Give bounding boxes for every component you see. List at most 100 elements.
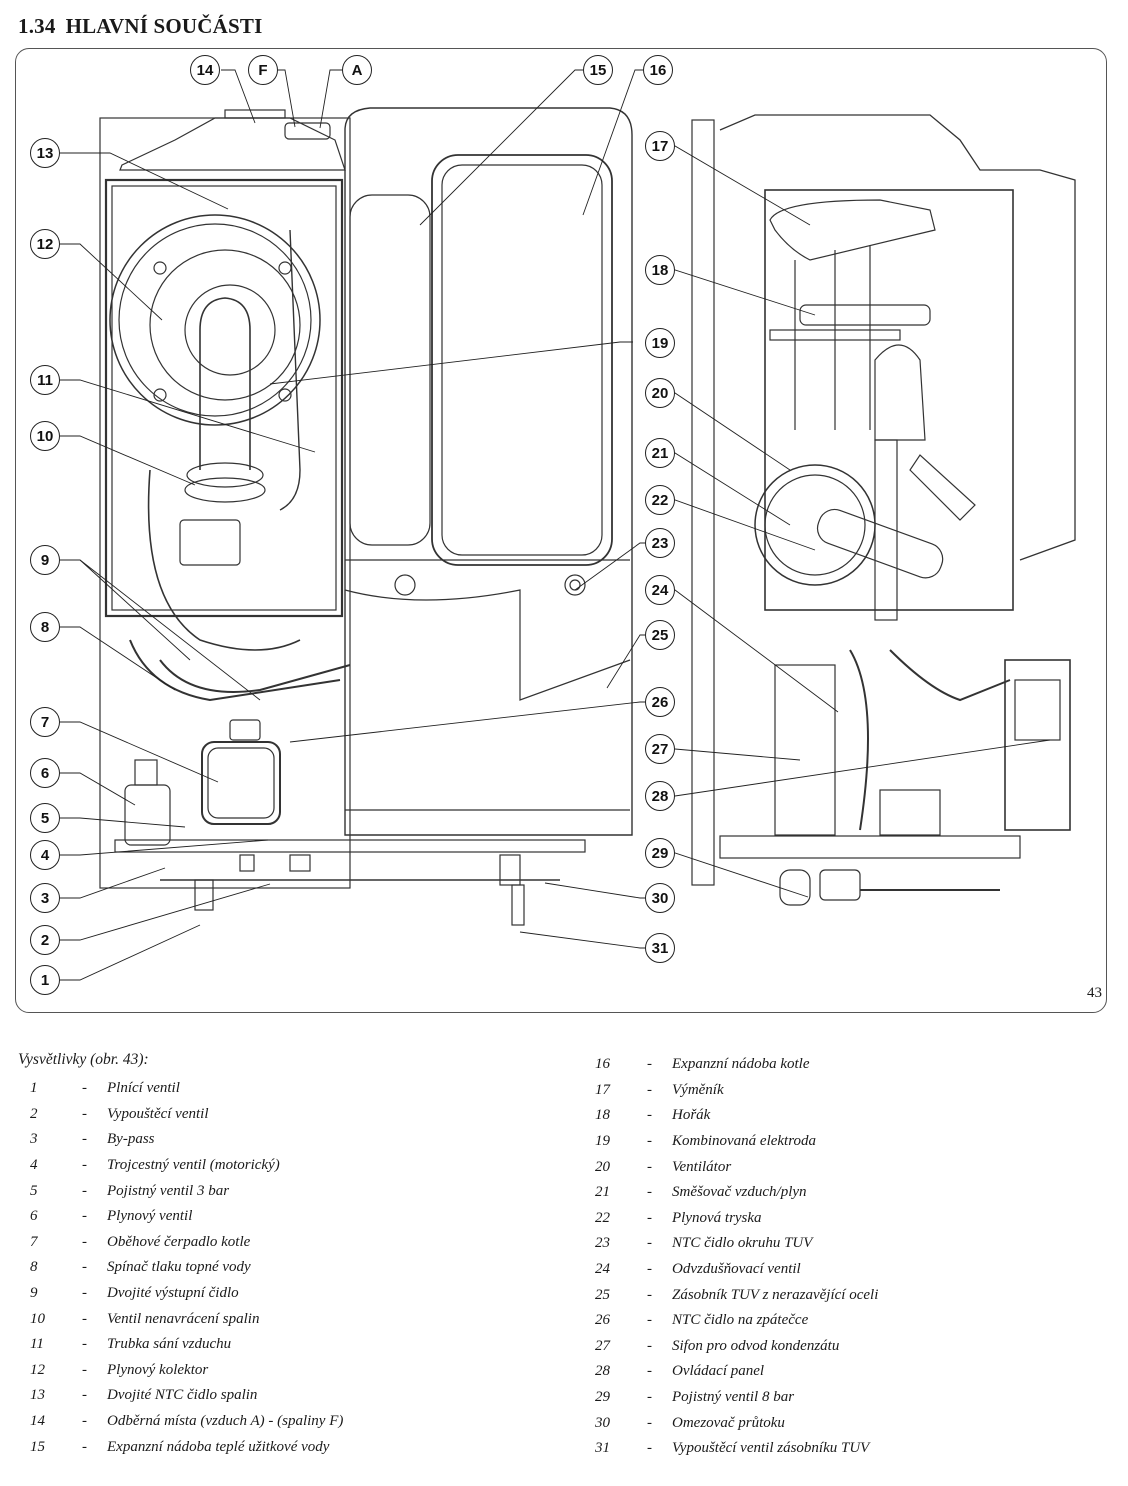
boiler-diagram [60,69,1076,981]
legend-item-separator: - [647,1414,652,1431]
callout-29: 29 [645,838,675,868]
control-panel [1004,659,1071,831]
legend-item-number: 20 [595,1158,610,1175]
legend-item-label: Dvojité výstupní čidlo [107,1285,239,1302]
callout-3: 3 [30,883,60,913]
legend-item-label: Spínač tlaku topné vody [107,1259,251,1276]
callout-28: 28 [645,781,675,811]
legend-item-number: 23 [595,1235,610,1252]
callout-25: 25 [645,620,675,650]
legend-item-number: 14 [30,1413,45,1430]
legend-item-label: Plnící ventil [107,1080,180,1097]
callout-20: 20 [645,378,675,408]
callout-23: 23 [645,528,675,558]
figure-frame [15,48,1107,1013]
callout-31: 31 [645,933,675,963]
callout-13: 13 [30,138,60,168]
legend-item-number: 31 [595,1440,610,1457]
legend-item-label: Vypouštěcí ventil [107,1105,209,1122]
legend-item: 22-Plynová tryska [595,1206,878,1232]
legend-item: 25-Zásobník TUV z nerazavějící oceli [595,1282,878,1308]
legend-item-label: Hořák [672,1107,711,1124]
figure-number: 43 [1087,985,1102,1001]
legend-item-separator: - [647,1389,652,1406]
callout-A: A [342,55,372,85]
legend-item: 30 - Omezovač průtoku [595,1410,878,1436]
dhw-expansion-vessel [349,194,431,546]
legend-item-number: 3 [30,1131,38,1148]
callout-10: 10 [30,421,60,451]
callout-22: 22 [645,485,675,515]
callout-24: 24 [645,575,675,605]
legend-item-separator: - [82,1182,87,1199]
legend-item-label: Zásobník TUV z nerazavějící oceli [672,1286,879,1303]
legend-item-label: NTC čidlo na zpátečce [672,1312,809,1329]
legend-item-label: Ventilátor [672,1158,732,1175]
callout-4: 4 [30,840,60,870]
legend-item-label: Ventil nenavrácení spalin [107,1310,260,1327]
callout-F: F [248,55,278,85]
legend-item-number: 16 [595,1056,610,1073]
bottom-manifold [114,839,586,853]
legend-item-separator: - [647,1363,652,1380]
legend-item: 2-Vypouštěcí ventil [30,1102,343,1128]
legend-item-label: By-pass [107,1131,155,1148]
legend-item-label: Oběhové čerpadlo kotle [107,1233,251,1250]
legend-item: 13-Dvojité NTC čidlo spalin [30,1383,343,1409]
legend-item-label: Omezovač průtoku [672,1414,785,1431]
fan-housing [754,464,876,586]
legend-item-number: 4 [30,1157,38,1174]
legend-item-number: 11 [30,1336,44,1353]
legend-item-separator: - [647,1056,652,1073]
legend-item: 11 - Trubka sání vzduchu [30,1332,343,1358]
legend-item: 10-Ventil nenavrácení spalin [30,1306,343,1332]
legend-item-separator: - [82,1336,87,1353]
legend-item-separator: - [82,1413,87,1430]
legend-item: 19-Kombinovaná elektroda [595,1129,878,1155]
callout-21: 21 [645,438,675,468]
legend-item-separator: - [82,1233,87,1250]
legend-item-number: 22 [595,1209,610,1226]
legend-item-label: Směšovač vzduch/plyn [672,1184,807,1201]
legend-item: 20-Ventilátor [595,1154,878,1180]
legend-item: 16-Expanzní nádoba kotle [595,1052,878,1078]
legend-item-label: Pojistný ventil 3 bar [107,1182,230,1199]
legend-item-label: Expanzní nádoba teplé užitkové vody [107,1438,330,1455]
legend-item: 4-Trojcestný ventil (motorický) [30,1153,343,1179]
legend-item: 5-Pojistný ventil 3 bar [30,1178,343,1204]
legend-item-label: Plynová tryska [672,1209,762,1226]
legend-item: 9-Dvojité výstupní čidlo [30,1281,343,1307]
legend-item-number: 19 [595,1133,610,1150]
legend-item-separator: - [647,1235,652,1252]
legend-item-number: 13 [30,1387,45,1404]
callout-27: 27 [645,734,675,764]
heat-exchanger-side [769,199,936,261]
callout-9: 9 [30,545,60,575]
legend-item-label: Plynový ventil [107,1208,193,1225]
legend-item-separator: - [82,1310,87,1327]
legend-item-number: 2 [30,1105,38,1122]
callout-18: 18 [645,255,675,285]
legend-item-label: Trubka sání vzduchu [107,1336,232,1353]
legend-item-number: 12 [30,1361,45,1378]
legend-item: 7-Oběhové čerpadlo kotle [30,1230,343,1256]
legend-item-number: 24 [595,1261,610,1278]
legend-item-number: 15 [30,1438,45,1455]
condensate-siphon [774,664,836,836]
callout-6: 6 [30,758,60,788]
callout-14: 14 [190,55,220,85]
legend-item-separator: - [647,1133,652,1150]
legend-item: 21-Směšovač vzduch/plyn [595,1180,878,1206]
legend-item-number: 27 [595,1337,610,1354]
legend-item-separator: - [82,1208,87,1225]
legend-title: Vysvětlivky (obr. 43): [18,1051,149,1068]
legend-item-number: 21 [595,1184,610,1201]
side-panel-strip [691,119,715,886]
section-number: 1.34 [18,14,56,38]
gas-valve [124,784,171,846]
callout-15: 15 [583,55,613,85]
legend-item-number: 30 [595,1414,610,1431]
legend-item-separator: - [647,1312,652,1329]
